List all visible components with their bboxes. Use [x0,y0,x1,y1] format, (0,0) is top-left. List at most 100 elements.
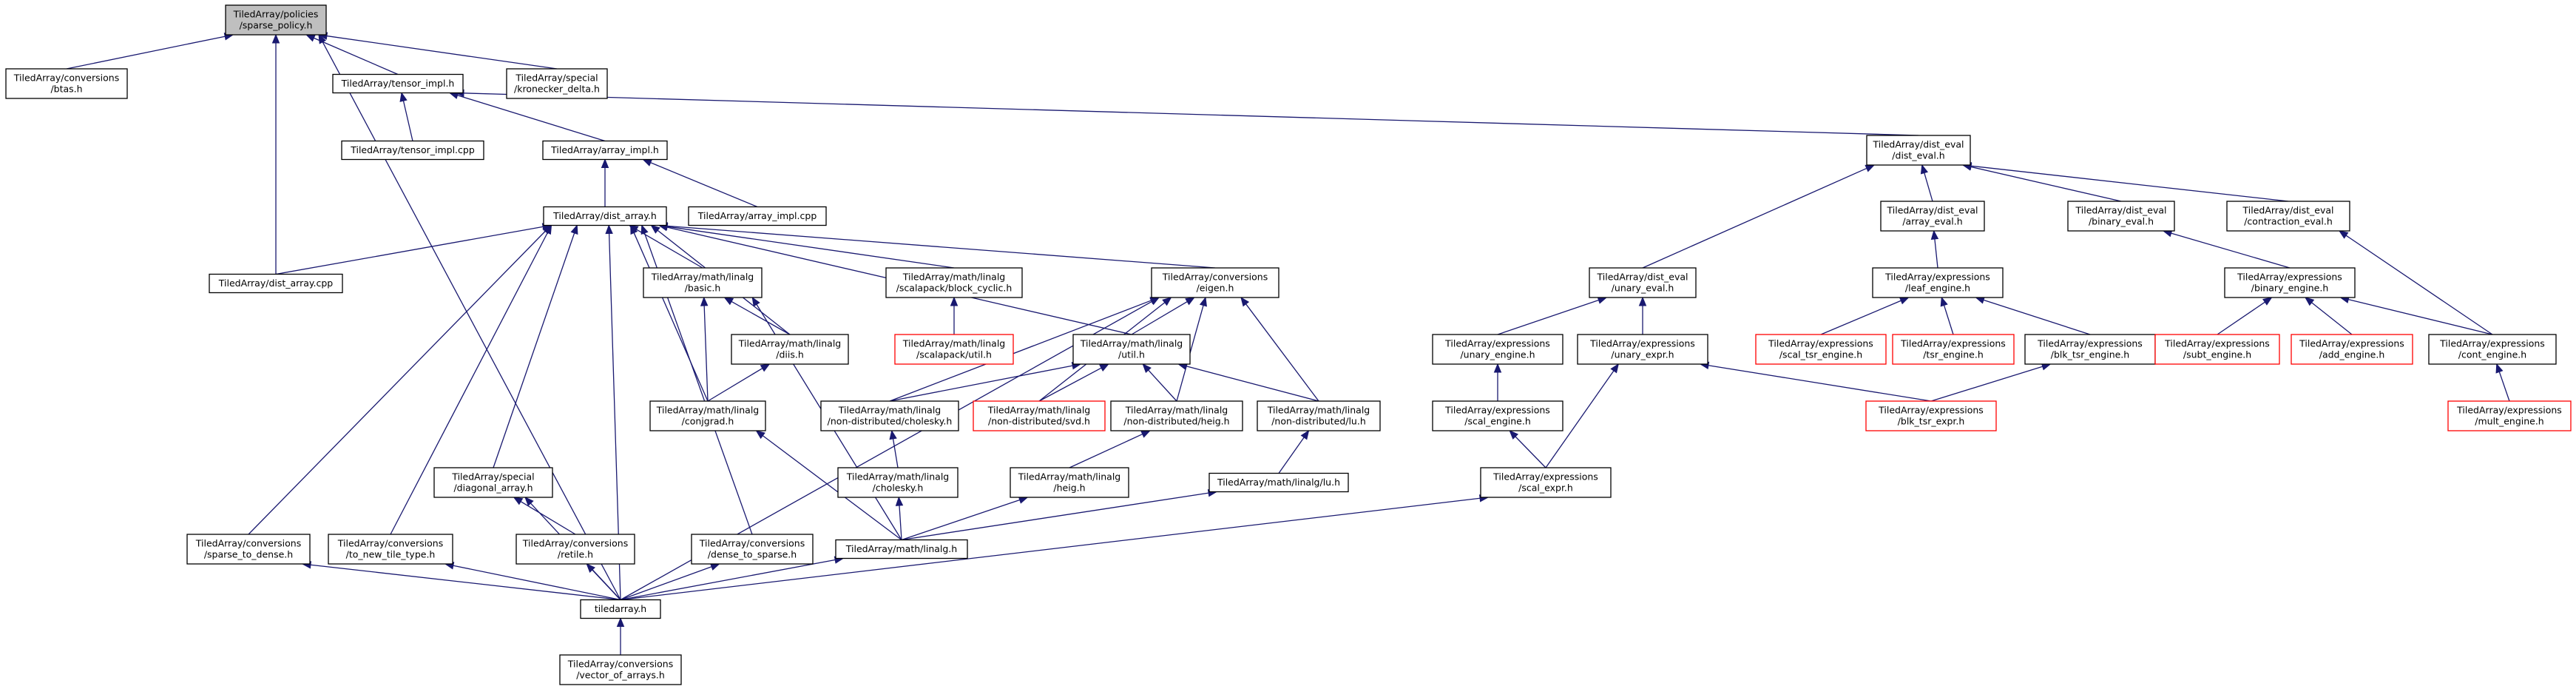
node-dense_to_sparse[interactable]: TiledArray/conversions/dense_to_sparse.h [691,534,814,565]
node-sparse_policy[interactable]: TiledArray/policies/sparse_policy.h [225,4,327,36]
node-box[interactable] [1208,472,1349,493]
node-box[interactable] [894,334,1014,365]
node-dist_eval_h[interactable]: TiledArray/dist_eval/dist_eval.h [1866,135,1971,166]
node-array_eval[interactable]: TiledArray/dist_eval/array_eval.h [1880,201,1985,232]
node-tensor_impl_h[interactable]: TiledArray/tensor_impl.h [332,73,464,94]
node-sparse_to_dense[interactable]: TiledArray/conversions/sparse_to_dense.h [186,534,311,565]
node-box[interactable] [580,599,661,619]
node-tsr_engine[interactable]: TiledArray/expressions/tsr_engine.h [1892,334,2015,365]
node-dist_array_cpp[interactable]: TiledArray/dist_array.cpp [209,273,343,294]
node-array_impl_cpp[interactable]: TiledArray/array_impl.cpp [688,206,827,226]
node-box[interactable] [1072,334,1191,365]
node-box[interactable] [209,273,343,294]
node-box[interactable] [1151,267,1279,298]
node-box[interactable] [1880,201,1985,232]
node-box[interactable] [1865,400,1997,431]
node-box[interactable] [885,267,1023,298]
node-linalg_h[interactable]: TiledArray/math/linalg.h [835,539,968,559]
node-box[interactable] [341,140,484,161]
node-subt_engine[interactable]: TiledArray/expressions/subt_engine.h [2154,334,2280,365]
node-box[interactable] [332,73,464,94]
node-nd_lu[interactable]: TiledArray/math/linalg/non-distributed/l… [1257,400,1381,431]
node-vector_of_arrays[interactable]: TiledArray/conversions/vector_of_arrays.… [559,654,682,685]
node-diis_h[interactable]: TiledArray/math/linalg/diis.h [731,334,849,365]
node-box[interactable] [225,4,327,36]
node-box[interactable] [691,534,814,565]
node-kronecker[interactable]: TiledArray/special/kronecker_delta.h [506,68,608,99]
node-box[interactable] [515,534,635,565]
node-box[interactable] [731,334,849,365]
node-box[interactable] [2154,334,2280,365]
node-box[interactable] [1589,267,1697,298]
node-box[interactable] [5,68,128,99]
node-nd_cholesky[interactable]: TiledArray/math/linalg/non-distributed/c… [820,400,959,431]
node-box[interactable] [973,400,1106,431]
node-scal_tsr_engine[interactable]: TiledArray/expressions/scal_tsr_engine.h [1755,334,1887,365]
node-eigen_h[interactable]: TiledArray/conversions/eigen.h [1151,267,1279,298]
node-box[interactable] [688,206,827,226]
node-retile[interactable]: TiledArray/conversions/retile.h [515,534,635,565]
node-unary_engine[interactable]: TiledArray/expressions/unary_engine.h [1432,334,1563,365]
node-box[interactable] [1432,400,1563,431]
node-box[interactable] [1110,400,1243,431]
node-box[interactable] [1755,334,1887,365]
node-diagonal_array[interactable]: TiledArray/special/diagonal_array.h [433,467,553,498]
node-leaf_engine[interactable]: TiledArray/expressions/leaf_engine.h [1872,267,2004,298]
node-add_engine[interactable]: TiledArray/expressions/add_engine.h [2291,334,2413,365]
node-unary_eval[interactable]: TiledArray/dist_eval/unary_eval.h [1589,267,1697,298]
node-binary_engine[interactable]: TiledArray/expressions/binary_engine.h [2224,267,2356,298]
node-box[interactable] [2291,334,2413,365]
node-lu_h[interactable]: TiledArray/math/linalg/lu.h [1208,472,1349,493]
node-tensor_impl_cpp[interactable]: TiledArray/tensor_impl.cpp [341,140,484,161]
node-box[interactable] [2428,334,2557,365]
node-box[interactable] [835,539,968,559]
node-block_cyclic[interactable]: TiledArray/math/linalg/scalapack/block_c… [885,267,1023,298]
node-box[interactable] [186,534,311,565]
node-box[interactable] [433,467,553,498]
node-conjgrad[interactable]: TiledArray/math/linalg/conjgrad.h [649,400,766,431]
node-box[interactable] [2447,400,2572,431]
node-scal_expr[interactable]: TiledArray/expressions/scal_expr.h [1480,467,1612,498]
node-binary_eval[interactable]: TiledArray/dist_eval/binary_eval.h [2067,201,2175,232]
node-heig_h[interactable]: TiledArray/math/linalg/heig.h [1010,467,1129,498]
node-basic_h[interactable]: TiledArray/math/linalg/basic.h [643,267,763,298]
node-blk_tsr_engine[interactable]: TiledArray/expressions/blk_tsr_engine.h [2024,334,2156,365]
node-box[interactable] [1866,135,1971,166]
node-box[interactable] [1257,400,1381,431]
node-unary_expr[interactable]: TiledArray/expressions/unary_expr.h [1577,334,1708,365]
node-box[interactable] [2024,334,2156,365]
node-blk_tsr_expr[interactable]: TiledArray/expressions/blk_tsr_expr.h [1865,400,1997,431]
node-box[interactable] [1577,334,1708,365]
node-tiledarray_h[interactable]: tiledarray.h [580,599,661,619]
node-box[interactable] [559,654,682,685]
node-dist_array_h[interactable]: TiledArray/dist_array.h [543,206,667,226]
node-box[interactable] [542,140,668,161]
node-box[interactable] [1010,467,1129,498]
node-cholesky_h[interactable]: TiledArray/math/linalg/cholesky.h [837,467,959,498]
node-btas[interactable]: TiledArray/conversions/btas.h [5,68,128,99]
node-box[interactable] [2226,201,2350,232]
node-contraction_eval[interactable]: TiledArray/dist_eval/contraction_eval.h [2226,201,2350,232]
node-box[interactable] [643,267,763,298]
node-nd_svd[interactable]: TiledArray/math/linalg/non-distributed/s… [973,400,1106,431]
node-box[interactable] [649,400,766,431]
node-to_new_tile_type[interactable]: TiledArray/conversions/to_new_tile_type.… [328,534,453,565]
node-box[interactable] [506,68,608,99]
node-box[interactable] [2224,267,2356,298]
node-box[interactable] [1432,334,1563,365]
node-box[interactable] [1872,267,2004,298]
node-nd_heig[interactable]: TiledArray/math/linalg/non-distributed/h… [1110,400,1243,431]
node-scalapack_util[interactable]: TiledArray/math/linalg/scalapack/util.h [894,334,1014,365]
node-cont_engine[interactable]: TiledArray/expressions/cont_engine.h [2428,334,2557,365]
node-box[interactable] [820,400,959,431]
node-scal_engine[interactable]: TiledArray/expressions/scal_engine.h [1432,400,1563,431]
node-util_h[interactable]: TiledArray/math/linalg/util.h [1072,334,1191,365]
node-array_impl_h[interactable]: TiledArray/array_impl.h [542,140,668,161]
node-mult_engine[interactable]: TiledArray/expressions/mult_engine.h [2447,400,2572,431]
node-box[interactable] [1480,467,1612,498]
node-box[interactable] [328,534,453,565]
node-box[interactable] [1892,334,2015,365]
node-box[interactable] [543,206,667,226]
node-box[interactable] [837,467,959,498]
node-box[interactable] [2067,201,2175,232]
